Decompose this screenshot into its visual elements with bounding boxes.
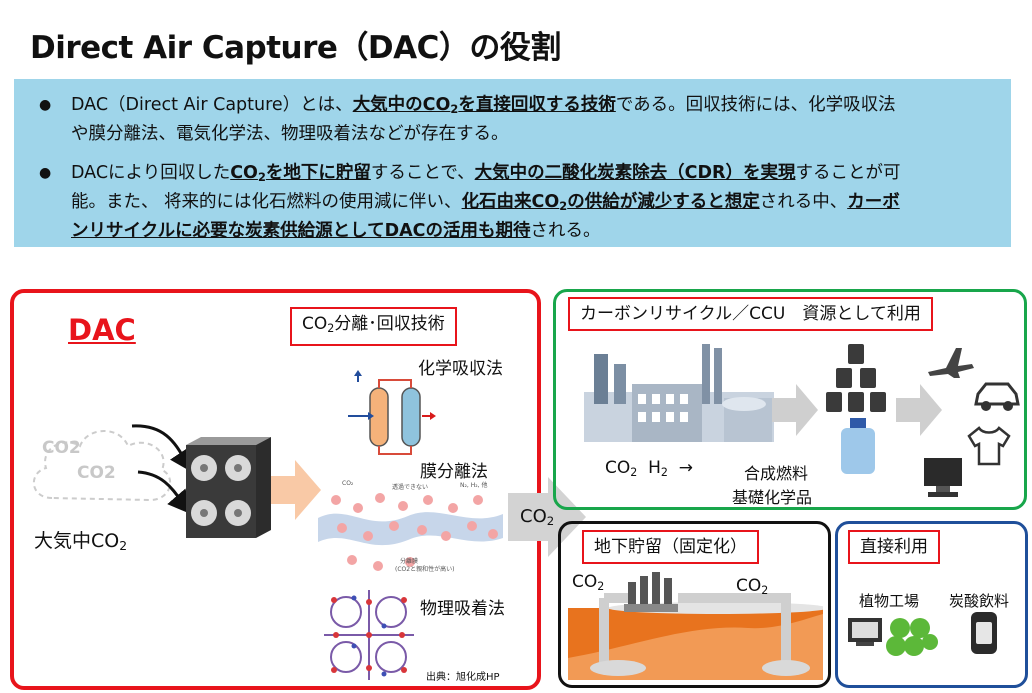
dac-title: DAC [68,313,136,347]
membrane-note-co2: CO₂ [342,480,354,487]
cloud-icon [32,430,172,502]
summary-box: ● DAC（Direct Air Capture）とは、大気中のCO2を直接回収… [14,79,1011,247]
bullet-1: ● DAC（Direct Air Capture）とは、大気中のCO2を直接回収… [39,93,896,147]
cloud-co2-b: CO2 [77,463,116,483]
membrane-note-blocked: 透過できない [392,484,429,491]
membrane-separation-label: 膜分離法 [420,462,488,482]
underground-storage-diagram-icon [568,572,823,680]
factory-icon [584,344,774,442]
membrane-note-affinity: (CO2と親和性が高い) [395,566,455,573]
underground-storage-label: 地下貯留（固定化） [582,530,759,564]
storage-co2-left: CO2 [572,572,605,593]
ccu-arrow-2-icon [896,384,942,436]
ccu-inputs: CO2 H2 → [605,458,693,479]
airplane-icon [928,348,974,378]
membrane-note-gases: N₂, H₂, 他 [460,482,488,489]
ccu-arrow-1-icon [772,384,818,436]
bullet-dot-icon: ● [39,165,52,181]
bullet-dot-icon: ● [39,97,52,113]
physical-adsorption-lattice-icon [324,590,414,680]
bullet-2: ● DACにより回収したCO2を地下に貯留することで、大気中の二酸化炭素除去（C… [39,163,901,241]
storage-co2-right: CO2 [736,576,769,597]
carbon-recycling-label: カーボンリサイクル／CCU 資源として利用 [568,297,933,331]
orange-flow-arrow-icon [271,460,321,520]
co2-separation-label: CO2分離･回収技術 [290,307,457,346]
chemical-absorption-diagram-icon [348,370,436,455]
carbonated-drink-label: 炭酸飲料 [949,592,1010,610]
bullet-1-text-a: DAC（Direct Air Capture）とは、 [71,95,353,115]
cloud-co2-a: CO2 [42,438,81,458]
shirt-icon [967,426,1011,466]
membrane-diagram-icon [318,493,503,571]
direct-use-label: 直接利用 [848,530,940,564]
source-citation: 出典：旭化成HP [426,672,500,683]
dac-panel [10,289,541,690]
page-title: Direct Air Capture（DAC）の役割 [30,30,561,66]
ccu-product-chemicals: 基礎化学品 [732,488,813,507]
physical-adsorption-label: 物理吸着法 [420,599,505,619]
dac-device-icon [186,437,271,538]
bullet-1-emph: 大気中のCO2を直接回収する技術 [352,95,616,116]
bullet-1-line-2: や膜分離法、電気化学法、物理吸着法などが存在する。 [71,123,509,144]
ccu-panel [553,289,1027,510]
bullet-1-text-c: である。回収技術には、化学吸収法 [615,95,896,115]
plant-factory-label: 植物工場 [859,592,920,610]
ccu-product-fuel: 合成燃料 [744,464,809,483]
plant-factory-icon [848,618,938,656]
underground-storage-panel [558,521,831,688]
membrane-note-film: 分離膜 [400,558,419,565]
chemical-absorption-label: 化学吸収法 [418,359,503,379]
car-icon [974,382,1020,411]
air-co2-label: 大気中CO2 [34,530,128,554]
drink-can-icon [971,612,997,654]
monitor-icon [924,458,962,497]
co2-transfer-label: CO2 [520,506,555,528]
direct-use-panel [835,521,1028,688]
fuel-barrels-icon [826,344,886,412]
chemical-bottle-icon [841,418,875,474]
